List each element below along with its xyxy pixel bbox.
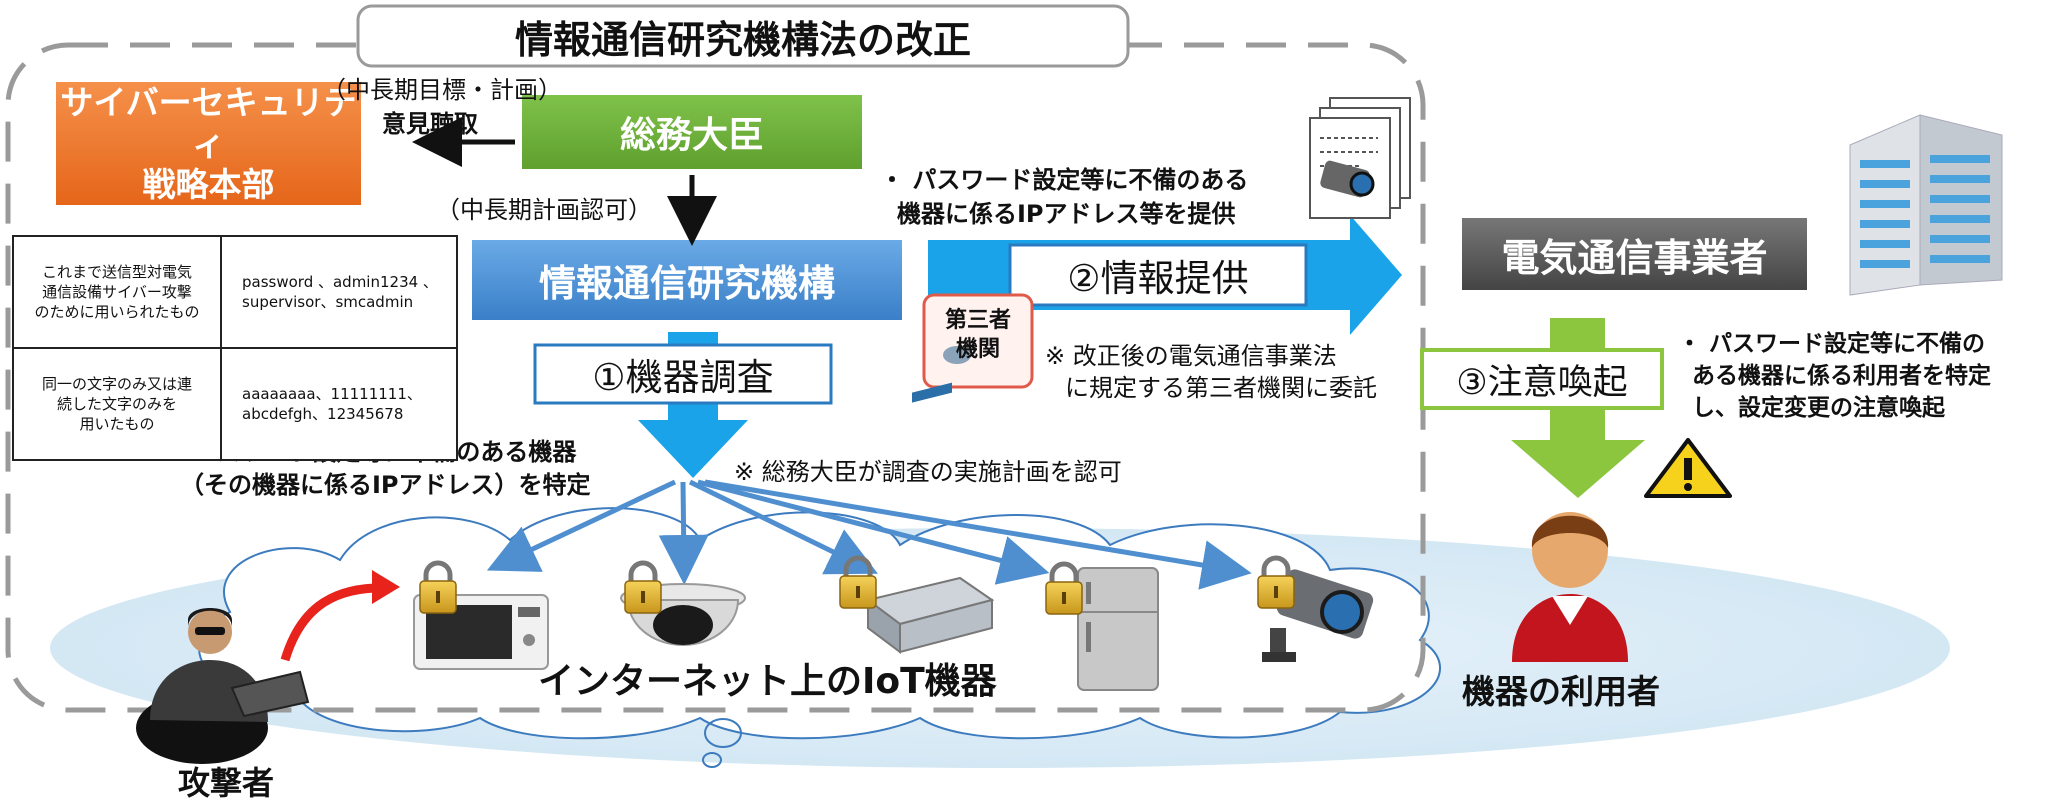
investigation-arrows [486, 479, 1252, 590]
cell-line: これまで送信型対電気 [41, 262, 192, 281]
diagram-title: 情報通信研究機構法の改正 [514, 17, 971, 62]
third-party-line1: 第三者 [944, 308, 1011, 334]
lock-icon [419, 560, 457, 614]
provide-note-line1: ・ パスワード設定等に不備のある [880, 166, 1249, 194]
step2-label: ②情報提供 [1067, 257, 1249, 300]
cell-line: aaaaaaaa、11111111、 [242, 384, 422, 403]
cyber-hq-label: サイバーセキュリティ 戦略本部 [56, 82, 361, 205]
nict-box [472, 240, 902, 320]
nict-label: 情報通信研究機構 [539, 262, 835, 305]
warning-icon [1644, 438, 1732, 498]
third-party-line2: 機関 [955, 337, 1000, 362]
user-icon [1512, 512, 1628, 662]
delegate-note-line1: ※ 改正後の電気通信事業法 [1045, 342, 1337, 370]
refrigerator-icon [1077, 567, 1159, 691]
lock-icon [1045, 561, 1083, 615]
cell-line: abcdefgh、12345678 [242, 405, 404, 423]
third-party-box [922, 293, 1034, 389]
iot-devices-label: インターネット上のIoT機器 [538, 661, 997, 702]
cyber-hq-line2: 戦略本部 [142, 165, 275, 205]
attack-arrow [280, 583, 376, 662]
step1-label: ①機器調査 [592, 356, 774, 399]
minister-label: 総務大臣 [619, 115, 764, 156]
password-examples-table: これまで送信型対電気 通信設備サイバー攻撃 のために用いられたもの passwo… [12, 235, 458, 461]
identify-note-line2: （その機器に係るIPアドレス）を特定 [180, 471, 591, 499]
hacker-icon [136, 608, 310, 764]
recorder-icon [865, 382, 995, 654]
telecom-box [1462, 218, 1807, 290]
midterm-approval-label: （中長期計画認可） [436, 196, 652, 224]
attacker-label: 攻撃者 [178, 764, 275, 802]
building-icon [1849, 114, 2003, 296]
cyber-hq-line1: サイバーセキュリティ [60, 82, 357, 163]
table-cell-label: 同一の文字のみ又は連 続した文字のみを 用いたもの [12, 347, 222, 461]
step1-arrow [638, 332, 748, 478]
lock-icon [624, 560, 662, 614]
cell-line: 通信設備サイバー攻撃 [42, 282, 192, 301]
lock-icon [1257, 555, 1295, 609]
cell-line: 続した文字のみを [56, 394, 177, 413]
table-cell-examples: password 、admin1234 、 supervisor、smcadmi… [220, 235, 458, 349]
cell-line: 用いたもの [79, 415, 155, 434]
table-row: これまで送信型対電気 通信設備サイバー攻撃 のために用いられたもの passwo… [12, 235, 458, 349]
telecom-label: 電気通信事業者 [1501, 235, 1768, 280]
cell-line: のために用いられたもの [34, 303, 200, 322]
provide-note-line2: 機器に係るIPアドレス等を提供 [897, 200, 1236, 228]
alert-note-line2: ある機器に係る利用者を特定 [1692, 363, 1991, 389]
table-cell-examples: aaaaaaaa、11111111、 abcdefgh、12345678 [220, 347, 458, 461]
lock-icon [839, 555, 877, 609]
midterm-plan-label: （中長期目標・計画） [322, 76, 562, 104]
cell-line: password 、admin1234 、 [242, 272, 438, 291]
cyber-hq-box [56, 82, 361, 205]
internet-cloud [50, 507, 1950, 768]
approve-note: ※ 総務大臣が調査の実施計画を認可 [734, 458, 1122, 486]
step3-label: ③注意喚起 [1456, 362, 1628, 403]
alert-note-line3: し、設定変更の注意喚起 [1692, 395, 1945, 421]
table-row: 同一の文字のみ又は連 続した文字のみを 用いたもの aaaaaaaa、11111… [12, 347, 458, 461]
minister-box [522, 95, 862, 169]
documents-icon [1309, 97, 1411, 219]
security-camera-icon [1262, 569, 1374, 662]
opinion-label: 意見聴取 [382, 110, 478, 138]
third-party-label: 第三者 機関 [924, 300, 1032, 372]
table-cell-label: これまで送信型対電気 通信設備サイバー攻撃 のために用いられたもの [12, 235, 222, 349]
delegate-note-line2: に規定する第三者機関に委託 [1065, 374, 1377, 402]
cell-line: 同一の文字のみ又は連 [41, 374, 192, 393]
alert-note-line1: ・ パスワード設定等に不備の [1678, 331, 1986, 357]
device-user-label: 機器の利用者 [1462, 672, 1660, 711]
cell-line: supervisor、smcadmin [242, 293, 414, 311]
